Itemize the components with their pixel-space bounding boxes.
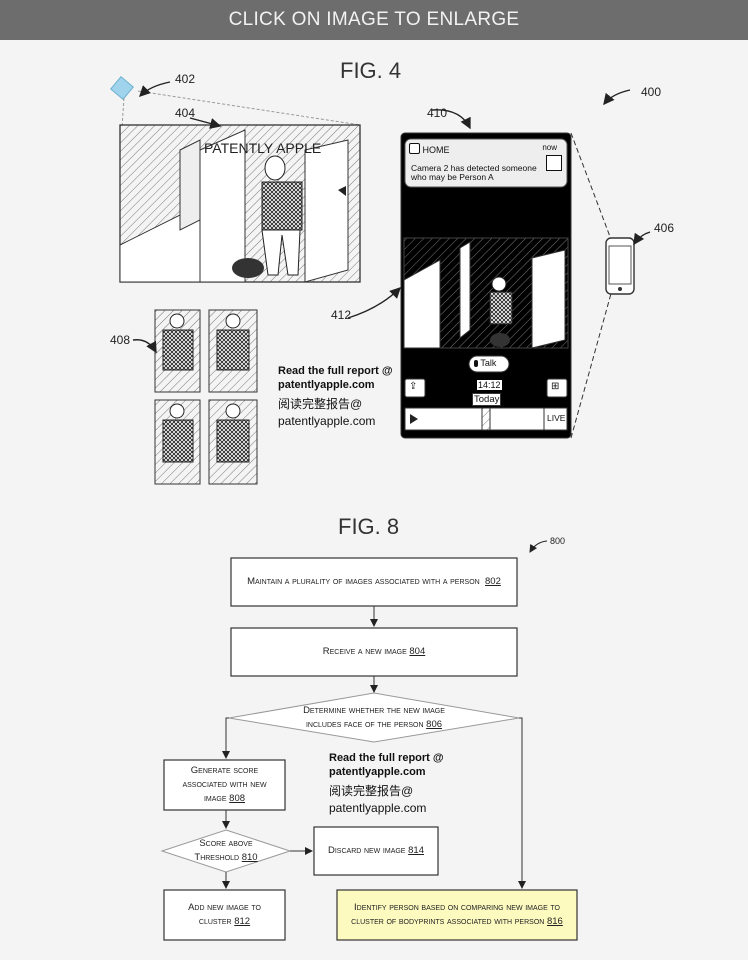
step-804: Receive a new image 804 <box>231 645 517 659</box>
notification-message: Camera 2 has detected someone who may be… <box>411 164 541 182</box>
notification-message-line1: Camera 2 has detected someone <box>411 163 537 173</box>
ref-402: 402 <box>175 72 196 86</box>
step-802: Maintain a plurality of images associate… <box>231 575 517 589</box>
step-812-line1: Add new image to <box>188 902 261 913</box>
fig8-note-line2: patentlyapple.com <box>329 766 426 778</box>
step-816-line2: cluster of bodyprints associated with pe… <box>351 916 545 927</box>
ref-404: 404 <box>175 106 196 120</box>
microphone-icon <box>474 360 478 367</box>
step-814-text: Discard new image <box>328 845 406 856</box>
phone-device <box>605 237 635 295</box>
step-806: Determine whether the new image includes… <box>264 704 484 732</box>
image-caption: PATENTLY APPLE <box>204 140 322 156</box>
step-804-text: Receive a new image <box>322 646 407 657</box>
step-808-line3: image <box>203 793 227 804</box>
fig4-note-line2: patentlyapple.com <box>278 379 375 391</box>
step-816-num: 816 <box>546 916 563 927</box>
step-814-num: 814 <box>408 845 424 856</box>
notification-card[interactable]: HOME now <box>409 143 561 155</box>
step-808: Generate score associated with new image… <box>164 764 285 806</box>
step-810: Score above Threshold 810 <box>168 837 284 865</box>
notification-message-line2: who may be Person A <box>411 172 494 182</box>
fig4-note-line4: patentlyapple.com <box>278 414 376 428</box>
ref-406: 406 <box>654 221 675 235</box>
step-804-num: 804 <box>409 646 426 657</box>
step-812-num: 812 <box>234 916 251 927</box>
fig8-title: FIG. 8 <box>338 514 400 539</box>
step-812: Add new image to cluster 812 <box>164 901 285 929</box>
talk-button[interactable]: Talk <box>474 358 496 368</box>
notification-home-label: HOME <box>422 145 450 155</box>
step-808-line2: associated with new <box>182 779 267 790</box>
talk-label: Talk <box>480 358 497 368</box>
step-806-line2: includes face of the person <box>305 719 424 730</box>
step-808-line1: Generate score <box>190 765 259 776</box>
step-810-line2: Threshold <box>194 852 240 863</box>
ref-410: 410 <box>427 106 448 120</box>
live-button[interactable]: LIVE <box>547 413 566 423</box>
ref-412: 412 <box>331 308 352 322</box>
home-icon <box>409 143 420 154</box>
ref-800: 800 <box>550 536 566 546</box>
fig8-note-line3: 阅读完整报告@ <box>329 784 414 798</box>
camera-icon <box>110 76 361 128</box>
step-802-text: Maintain a plurality of images associate… <box>247 576 480 587</box>
step-816-line1: Identify person based on comparing new i… <box>354 902 560 913</box>
step-806-num: 806 <box>426 719 443 730</box>
step-812-line2: cluster <box>198 916 232 927</box>
fig4-note-line1: Read the full report @ <box>278 365 393 377</box>
flowchart <box>160 540 578 941</box>
cluster-images <box>154 309 258 485</box>
fig8-report-note: Read the full report @ patentlyapple.com… <box>329 751 444 817</box>
share-icon[interactable]: ⇪ <box>409 381 418 392</box>
step-810-line1: Score above <box>199 838 253 849</box>
step-814: Discard new image 814 <box>314 844 438 858</box>
fig8-note-line1: Read the full report @ <box>329 752 444 764</box>
camera-image-large <box>119 124 361 283</box>
notification-thumbnail <box>546 155 562 171</box>
ref-408: 408 <box>110 333 131 347</box>
timeline-day: Today <box>472 393 502 406</box>
fig4-report-note: Read the full report @ patentlyapple.com… <box>278 364 393 430</box>
step-806-line1: Determine whether the new image <box>303 705 445 716</box>
fig4-title: FIG. 4 <box>340 58 402 83</box>
step-808-num: 808 <box>229 793 246 804</box>
step-810-num: 810 <box>241 852 258 863</box>
phone-screen <box>400 132 572 439</box>
banner-click-to-enlarge[interactable]: CLICK ON IMAGE TO ENLARGE <box>0 0 748 40</box>
fig4-note-line3: 阅读完整报告@ <box>278 397 363 411</box>
step-802-num: 802 <box>485 576 501 587</box>
step-816: Identify person based on comparing new i… <box>337 901 577 929</box>
ref-400: 400 <box>641 85 662 99</box>
timeline-time: 14:12 <box>477 380 502 390</box>
notification-time: now <box>542 143 557 152</box>
fig8-note-line4: patentlyapple.com <box>329 801 427 815</box>
grid-icon[interactable]: ⊞ <box>551 381 560 392</box>
